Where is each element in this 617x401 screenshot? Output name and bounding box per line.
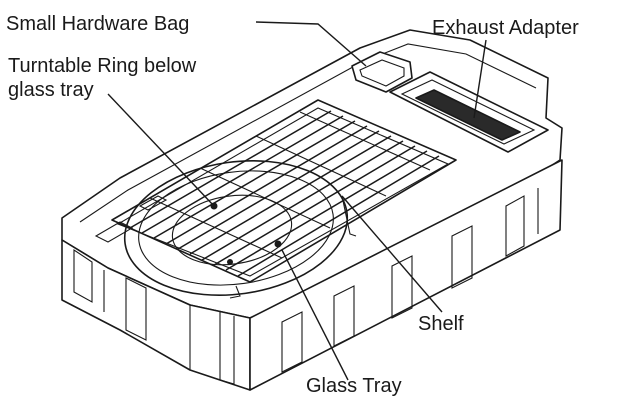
label-small-hardware-bag: Small Hardware Bag <box>6 13 189 35</box>
leader-shelf <box>341 195 443 313</box>
leader-lines <box>107 21 487 381</box>
label-turntable-ring-line2: glass tray <box>8 79 94 101</box>
label-turntable-ring-line1: Turntable Ring below <box>8 55 197 77</box>
leader-exhaust-adapter <box>473 39 487 119</box>
leader-turntable-ring <box>107 93 215 207</box>
leader-small-hardware-bag <box>255 21 367 67</box>
shelf-rack <box>111 99 457 299</box>
exhaust-adapter-compartment <box>389 71 549 153</box>
leader-glass-tray <box>281 249 349 381</box>
foam-packing-tray <box>61 29 563 391</box>
label-shelf: Shelf <box>418 313 464 335</box>
small-hardware-bag-pocket <box>351 51 413 93</box>
label-glass-tray: Glass Tray <box>306 375 402 397</box>
label-exhaust-adapter: Exhaust Adapter <box>432 17 579 39</box>
